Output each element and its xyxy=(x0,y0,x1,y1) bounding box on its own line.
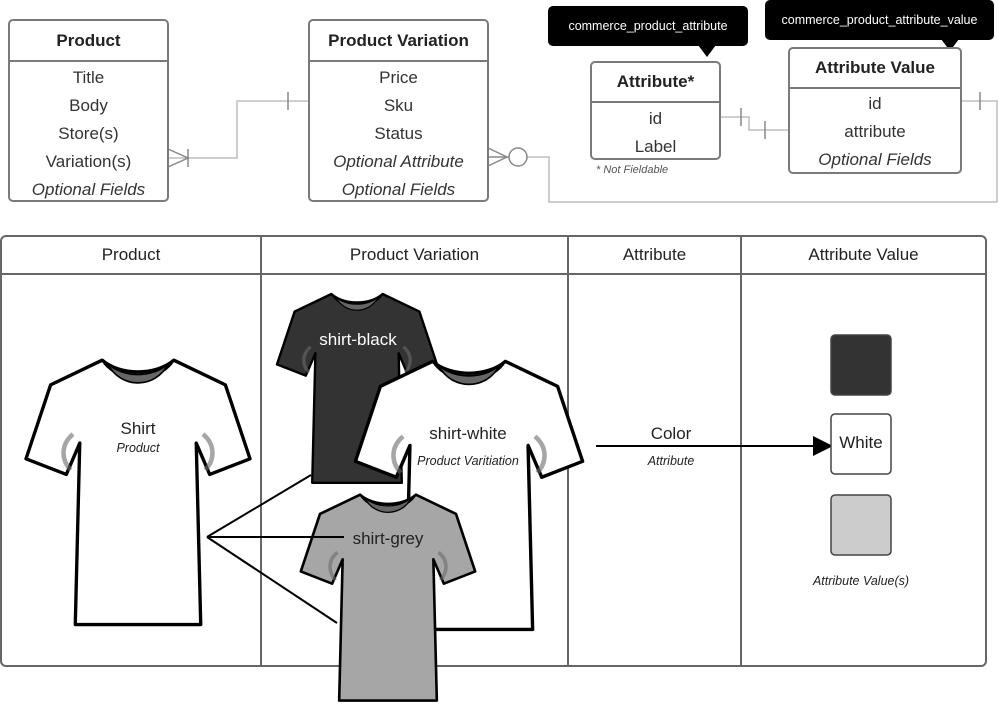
entity-field: attribute xyxy=(844,122,906,141)
tooltip-attribute: commerce_product_attribute xyxy=(548,6,748,57)
entity-field: Price xyxy=(379,68,418,87)
entity-field-optional: Optional Fields xyxy=(818,150,932,169)
column-header-product-variation: Product Variation xyxy=(349,245,480,264)
entity-product: Product Title Body Store(s) Variation(s)… xyxy=(8,19,169,202)
entity-attribute-value: Attribute Value id attribute Optional Fi… xyxy=(788,47,962,174)
swatch-white xyxy=(830,413,892,475)
link-shirt-black xyxy=(206,474,312,538)
entity-field: Label xyxy=(634,137,677,156)
entity-field-optional: Optional Fields xyxy=(341,180,456,199)
swatch-black xyxy=(830,334,892,396)
column-header-attribute: Attribute xyxy=(622,245,687,264)
label-color-type: Attribute xyxy=(647,454,695,468)
entity-field: id xyxy=(868,94,882,113)
label-shirt-white: shirt-white xyxy=(429,424,507,443)
label-shirt-type: Product xyxy=(116,441,160,455)
label-shirt-grey: shirt-grey xyxy=(352,529,424,548)
tooltip-attribute-value: commerce_product_attribute_value xyxy=(765,0,994,51)
entity-field: Sku xyxy=(383,96,414,115)
label-shirt-white-type: Product Varitiation xyxy=(417,454,519,468)
label-attribute-values: Attribute Value(s) xyxy=(812,574,910,588)
entity-field: Status xyxy=(374,124,423,143)
connector-product-variation xyxy=(168,100,308,159)
entity-attribute: Attribute* id Label xyxy=(590,61,721,160)
entity-field: Variation(s) xyxy=(45,152,132,171)
column-header-product: Product xyxy=(101,245,161,264)
not-fieldable-note: * Not Fieldable xyxy=(596,164,669,176)
link-shirt-grey xyxy=(206,536,338,624)
connector-variation-attrvalue xyxy=(527,100,998,203)
entity-field: Title xyxy=(72,68,105,87)
crowfoot-product xyxy=(167,148,190,168)
entity-title: Product Variation xyxy=(310,21,487,62)
connector-attribute-attrvalue xyxy=(721,116,789,131)
optional-circle-icon xyxy=(508,147,528,167)
entity-title: Attribute* xyxy=(592,63,719,103)
swatch-grey xyxy=(830,494,892,556)
entity-field: Store(s) xyxy=(58,124,119,143)
entity-field-optional: Optional Fields xyxy=(31,180,146,199)
entity-field-optional: Optional Attribute xyxy=(333,152,464,171)
entity-field: id xyxy=(648,109,663,128)
column-header-attribute-value: Attribute Value xyxy=(808,245,919,264)
label-swatch-white: White xyxy=(839,433,883,452)
entity-field: Body xyxy=(69,96,108,115)
label-shirt: Shirt xyxy=(120,419,156,438)
label-color: Color xyxy=(650,424,692,443)
entity-product-variation: Product Variation Price Sku Status Optio… xyxy=(308,19,489,202)
entity-title: Product xyxy=(10,21,167,62)
label-shirt-black: shirt-black xyxy=(319,330,397,349)
entity-title: Attribute Value xyxy=(790,49,960,89)
